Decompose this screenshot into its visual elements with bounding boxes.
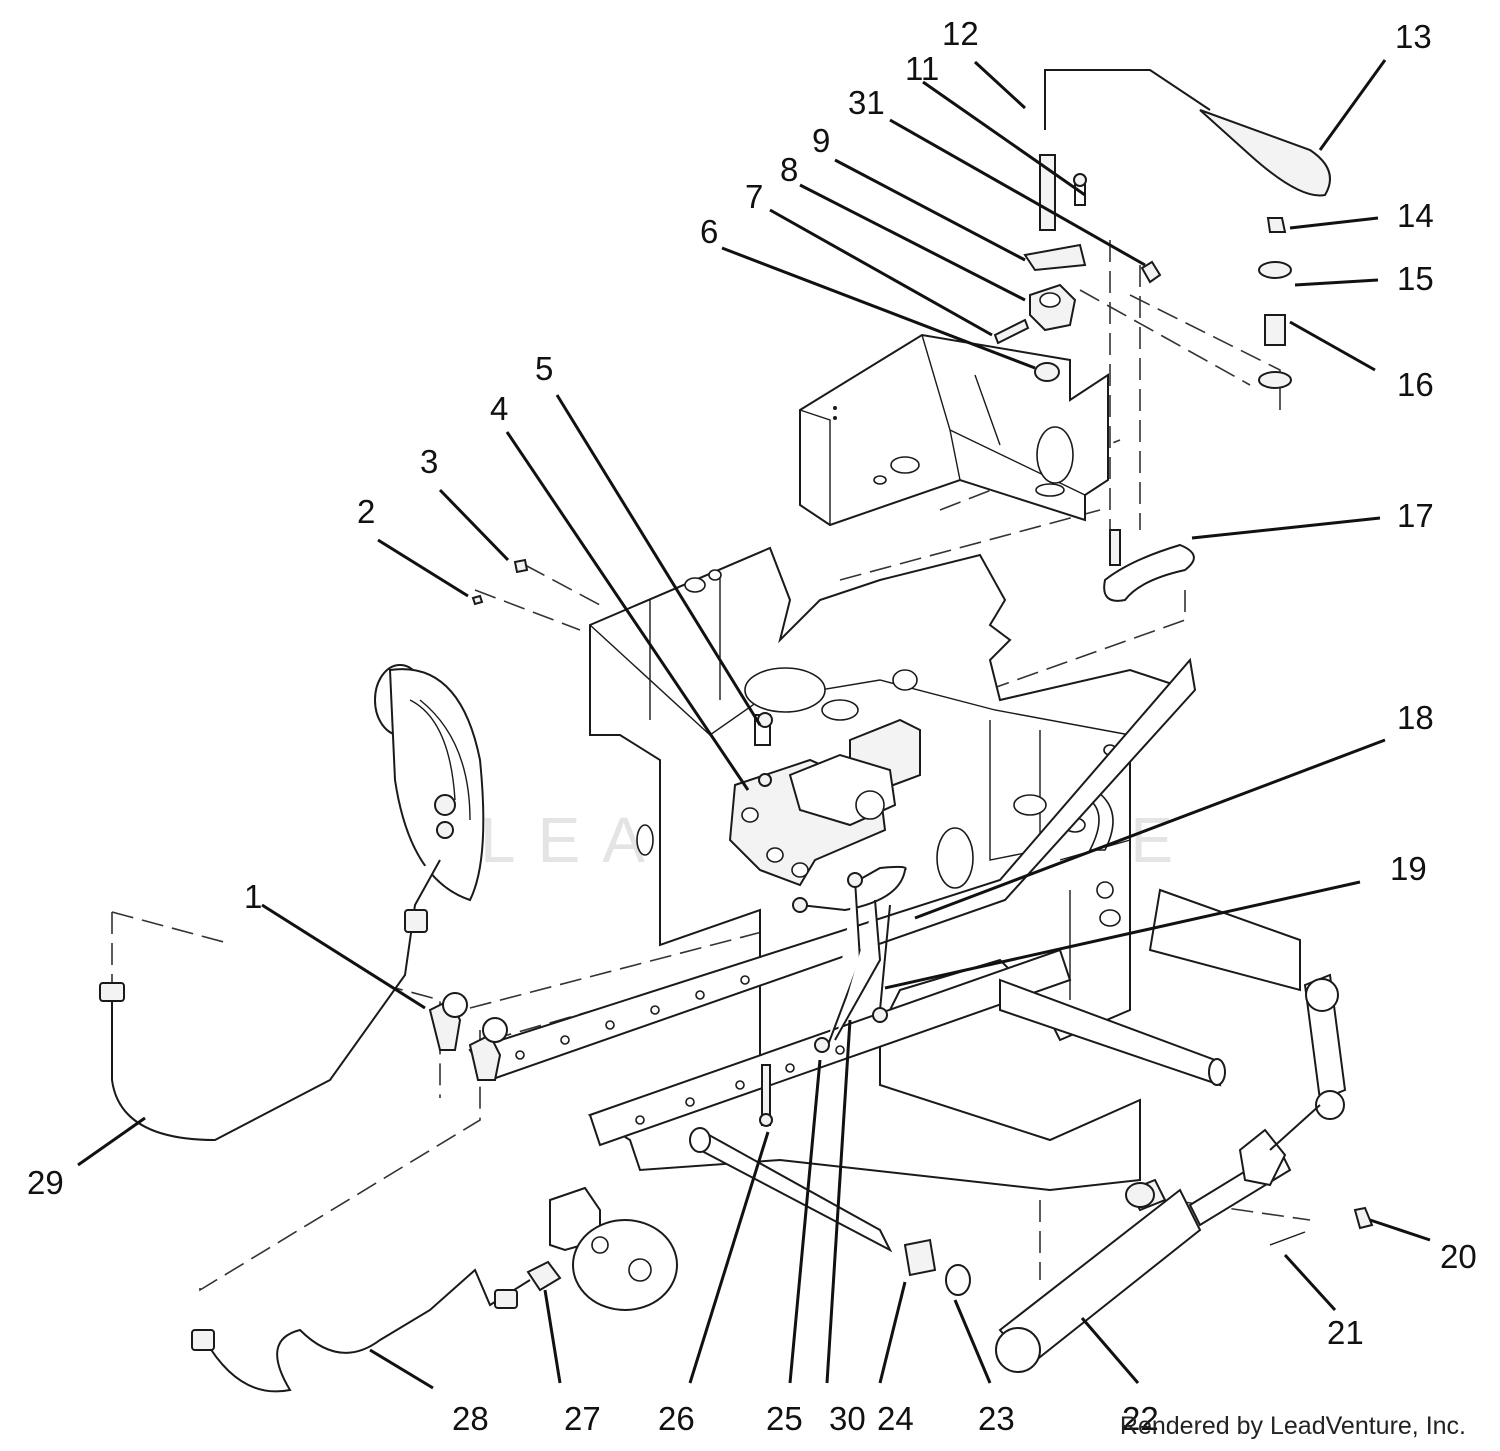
callout-16: 16 — [1397, 366, 1434, 403]
callout-11: 11 — [905, 50, 939, 87]
pipe-28 — [191, 1268, 531, 1393]
callout-23: 23 — [978, 1400, 1015, 1437]
callout-24: 24 — [877, 1400, 914, 1437]
callout-15: 15 — [1397, 260, 1434, 297]
small-parts — [759, 1064, 1374, 1296]
callout-22: 22 — [1122, 1400, 1159, 1437]
callout-30: 30 — [829, 1400, 866, 1437]
callout-5: 5 — [535, 350, 553, 387]
elbow-fittings — [428, 992, 508, 1081]
callout-4: 4 — [490, 390, 508, 427]
callout-2: 2 — [357, 493, 375, 530]
callout-8: 8 — [780, 151, 798, 188]
pipe-29 — [99, 859, 441, 1142]
callout-7: 7 — [745, 178, 763, 215]
callout-29: 29 — [27, 1164, 64, 1201]
callout-6: 6 — [700, 213, 718, 250]
callout-25: 25 — [766, 1400, 803, 1437]
pump-pulley — [374, 664, 485, 902]
valve-block — [728, 712, 897, 887]
callout-14: 14 — [1397, 197, 1434, 234]
upper-bracket — [799, 333, 1109, 527]
rod-arm — [1269, 973, 1347, 1151]
callout-3: 3 — [420, 443, 438, 480]
callout-19: 19 — [1390, 850, 1427, 887]
leader-lines — [77, 59, 1431, 1390]
callout-9: 9 — [812, 122, 830, 159]
callout-21: 21 — [1327, 1314, 1364, 1351]
cam-arm-17 — [1103, 529, 1195, 602]
callout-20: 20 — [1440, 1238, 1477, 1275]
hoses — [792, 865, 907, 1053]
callout-27: 27 — [564, 1400, 601, 1437]
callout-1: 1 — [244, 878, 262, 915]
shaft — [689, 888, 1301, 1253]
cylinder-22 — [995, 1128, 1292, 1373]
callout-26: 26 — [658, 1400, 695, 1437]
callout-17: 17 — [1397, 497, 1434, 534]
lower-rail — [468, 657, 1197, 1147]
callout-28: 28 — [452, 1400, 489, 1437]
callout-numbers: 1 2 3 4 5 6 7 8 9 11 12 13 14 15 16 17 1… — [27, 15, 1477, 1437]
lever-assembly — [993, 69, 1331, 389]
callout-12: 12 — [942, 15, 979, 52]
credit-text: Rendered by LeadVenture, Inc. — [1119, 1412, 1466, 1440]
motor-27 — [526, 1186, 678, 1311]
callout-31: 31 — [848, 84, 885, 121]
callout-18: 18 — [1397, 699, 1434, 736]
small-bolts — [471, 558, 529, 606]
callout-13: 13 — [1395, 18, 1432, 55]
